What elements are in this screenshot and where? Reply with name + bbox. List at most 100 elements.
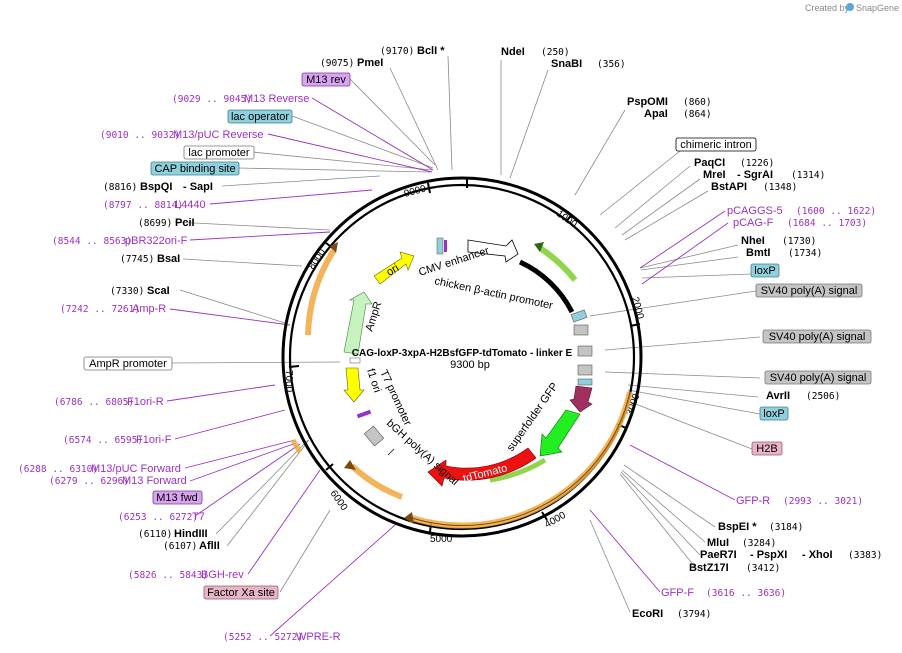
primer-l4440[interactable]: L4440 [175,199,206,211]
site-pos-bspei: (3184) [769,522,803,533]
orf-arc-upper-left-head [330,242,338,253]
h2b-box[interactable] [751,441,783,456]
site-nhei[interactable]: NheI [741,235,765,247]
cmv-enhancer-arrow [467,239,519,263]
tdtomato-label: tdTomato [462,462,509,485]
primer-bgh-rev[interactable]: BGH-rev [201,569,244,581]
site-pos-hindiii: (6110) [138,529,172,540]
loxp-box-1[interactable] [750,263,780,278]
ampr-promoter-text: AmpR promoter [89,358,167,370]
sfgfp-arrow [539,409,581,457]
primer-range-amp-r: (7242 .. 7261) [60,304,140,315]
primer-wpre-r[interactable]: WPRE-R [296,631,341,643]
primer-range-gfp-r: (2993 .. 3021) [783,496,863,507]
site-snabi[interactable]: SnaBI [551,58,582,70]
site-mlui[interactable]: MluI [707,537,729,549]
site-pos-snabi: (356) [597,59,626,70]
site-bmti[interactable]: BmtI [746,247,770,259]
site-bstz17i[interactable]: BstZ17I [689,562,729,574]
cap-site-box[interactable] [150,161,240,176]
primer-range-pcag-f: (1684 .. 1703) [787,218,867,229]
site-pspxi[interactable]: - PspXI [750,549,787,561]
site-ndei[interactable]: NdeI [501,46,525,58]
primer-f1ori-r[interactable]: F1ori-R [127,396,164,408]
site-bspei[interactable]: BspEI * [718,521,757,533]
site-bcli[interactable]: BclI * [417,45,445,57]
feature-boxes: M13 rev lac operator lac promoter CAP bi… [83,72,872,600]
m13-rev-box[interactable] [301,72,351,87]
h2b-text: H2B [756,443,777,455]
m13-rev-block [444,240,447,252]
sv40-box-1[interactable] [755,283,863,298]
primer-m13puc-forward[interactable]: M13/pUC Forward [91,463,181,475]
t7-label: T7 promoter [377,368,413,428]
plasmid-name: CAG-loxP-3xpA-H2BsfGFP-tdTomato - linker… [352,348,573,359]
sv40-text-1: SV40 poly(A) signal [761,285,858,297]
site-paer7i[interactable]: PaeR7I [700,549,737,561]
backbone-outer-circle [281,176,643,538]
primer-m13puc-reverse[interactable]: M13/pUC Reverse [173,129,263,141]
primer-t7[interactable]: T7 [192,511,205,523]
tick-4000: 4000 [543,510,568,531]
site-pos-bspqi: (8816) [103,182,137,193]
lac-promoter-box[interactable] [183,145,255,160]
tdtomato-arrow [427,447,537,487]
site-paqci[interactable]: PaqCI [694,157,725,169]
site-aflii[interactable]: AflII [199,540,220,552]
site-pspomi[interactable]: PspOMI [627,96,668,108]
site-pcii[interactable]: PciI [175,217,195,229]
site-pos-bstz17i: (3412) [746,563,780,574]
primer-pbr322ori-f[interactable]: pBR322ori-F [125,235,188,247]
cap-site-text: CAP binding site [154,163,235,175]
bgh-label: bGH poly(A) signal [384,417,461,488]
site-scai[interactable]: ScaI [147,285,170,297]
m13-fwd-box[interactable] [152,490,203,505]
lac-operator-box[interactable] [227,109,293,124]
primer-m13-reverse[interactable]: M13 Reverse [244,93,309,105]
site-pos-pspomi: (860) [683,97,712,108]
site-xhoi[interactable]: - XhoI [802,549,833,561]
sv40-text-2: SV40 poly(A) signal [769,331,866,343]
primer-pcag-f[interactable]: pCAG-F [733,217,774,229]
primer-f1ori-f[interactable]: F1ori-F [136,434,172,446]
tick-2000: 2000 [629,296,645,321]
ori-arrow [373,251,415,285]
primer-range-l4440: (8797 .. 8814) [103,200,183,211]
chimeric-intron-box[interactable] [675,137,757,152]
site-pos-pmei: (9075) [320,58,354,69]
ampr-promoter-box[interactable] [83,356,173,371]
sv40-box-2[interactable] [762,329,872,344]
primer-range-gfp-f: (3616 .. 3636) [706,588,786,599]
site-sapi[interactable]: - SapI [183,181,213,193]
orf-arc-small [290,438,303,454]
backbone-inner-circle [288,183,636,531]
primer-m13-forward[interactable]: M13 Forward [122,475,187,487]
primer-amp-r[interactable]: Amp-R [132,303,166,315]
site-hindiii[interactable]: HindIII [174,528,208,540]
site-pos-ndei: (250) [541,47,570,58]
site-bsai[interactable]: BsaI [157,253,180,265]
sv40-block-2 [577,345,593,357]
site-bstapi[interactable]: BstAPI [711,181,747,193]
ori-label: ori [385,262,402,279]
site-ecori[interactable]: EcoRI [632,608,663,620]
primer-range-m13-reverse: (9029 .. 9045) [172,94,252,105]
site-sgrai[interactable]: - SgrAI [737,169,773,181]
loxp-block-1 [570,309,588,323]
site-bspqi[interactable]: BspQI [140,181,172,193]
site-pmei[interactable]: PmeI [357,57,383,69]
primer-gfp-f[interactable]: GFP-F [661,587,694,599]
site-pos-ecori: (3794) [677,609,711,620]
primer-gfp-r[interactable]: GFP-R [736,495,770,507]
loxp-box-2[interactable] [759,406,789,421]
orf-arc-left-head [344,460,356,470]
factor-xa-box[interactable] [203,585,279,600]
tick-7000: 7000 [283,370,294,393]
site-avrii[interactable]: AvrII [766,390,790,402]
site-mrei[interactable]: MreI [703,169,726,181]
primer-pcaggs-5[interactable]: pCAGGS-5 [727,205,783,217]
site-pos-xhoi: (3383) [848,550,882,561]
site-apai[interactable]: ApaI [644,108,668,120]
orf-arc-green-top [538,245,578,282]
sv40-box-3[interactable] [764,370,872,385]
